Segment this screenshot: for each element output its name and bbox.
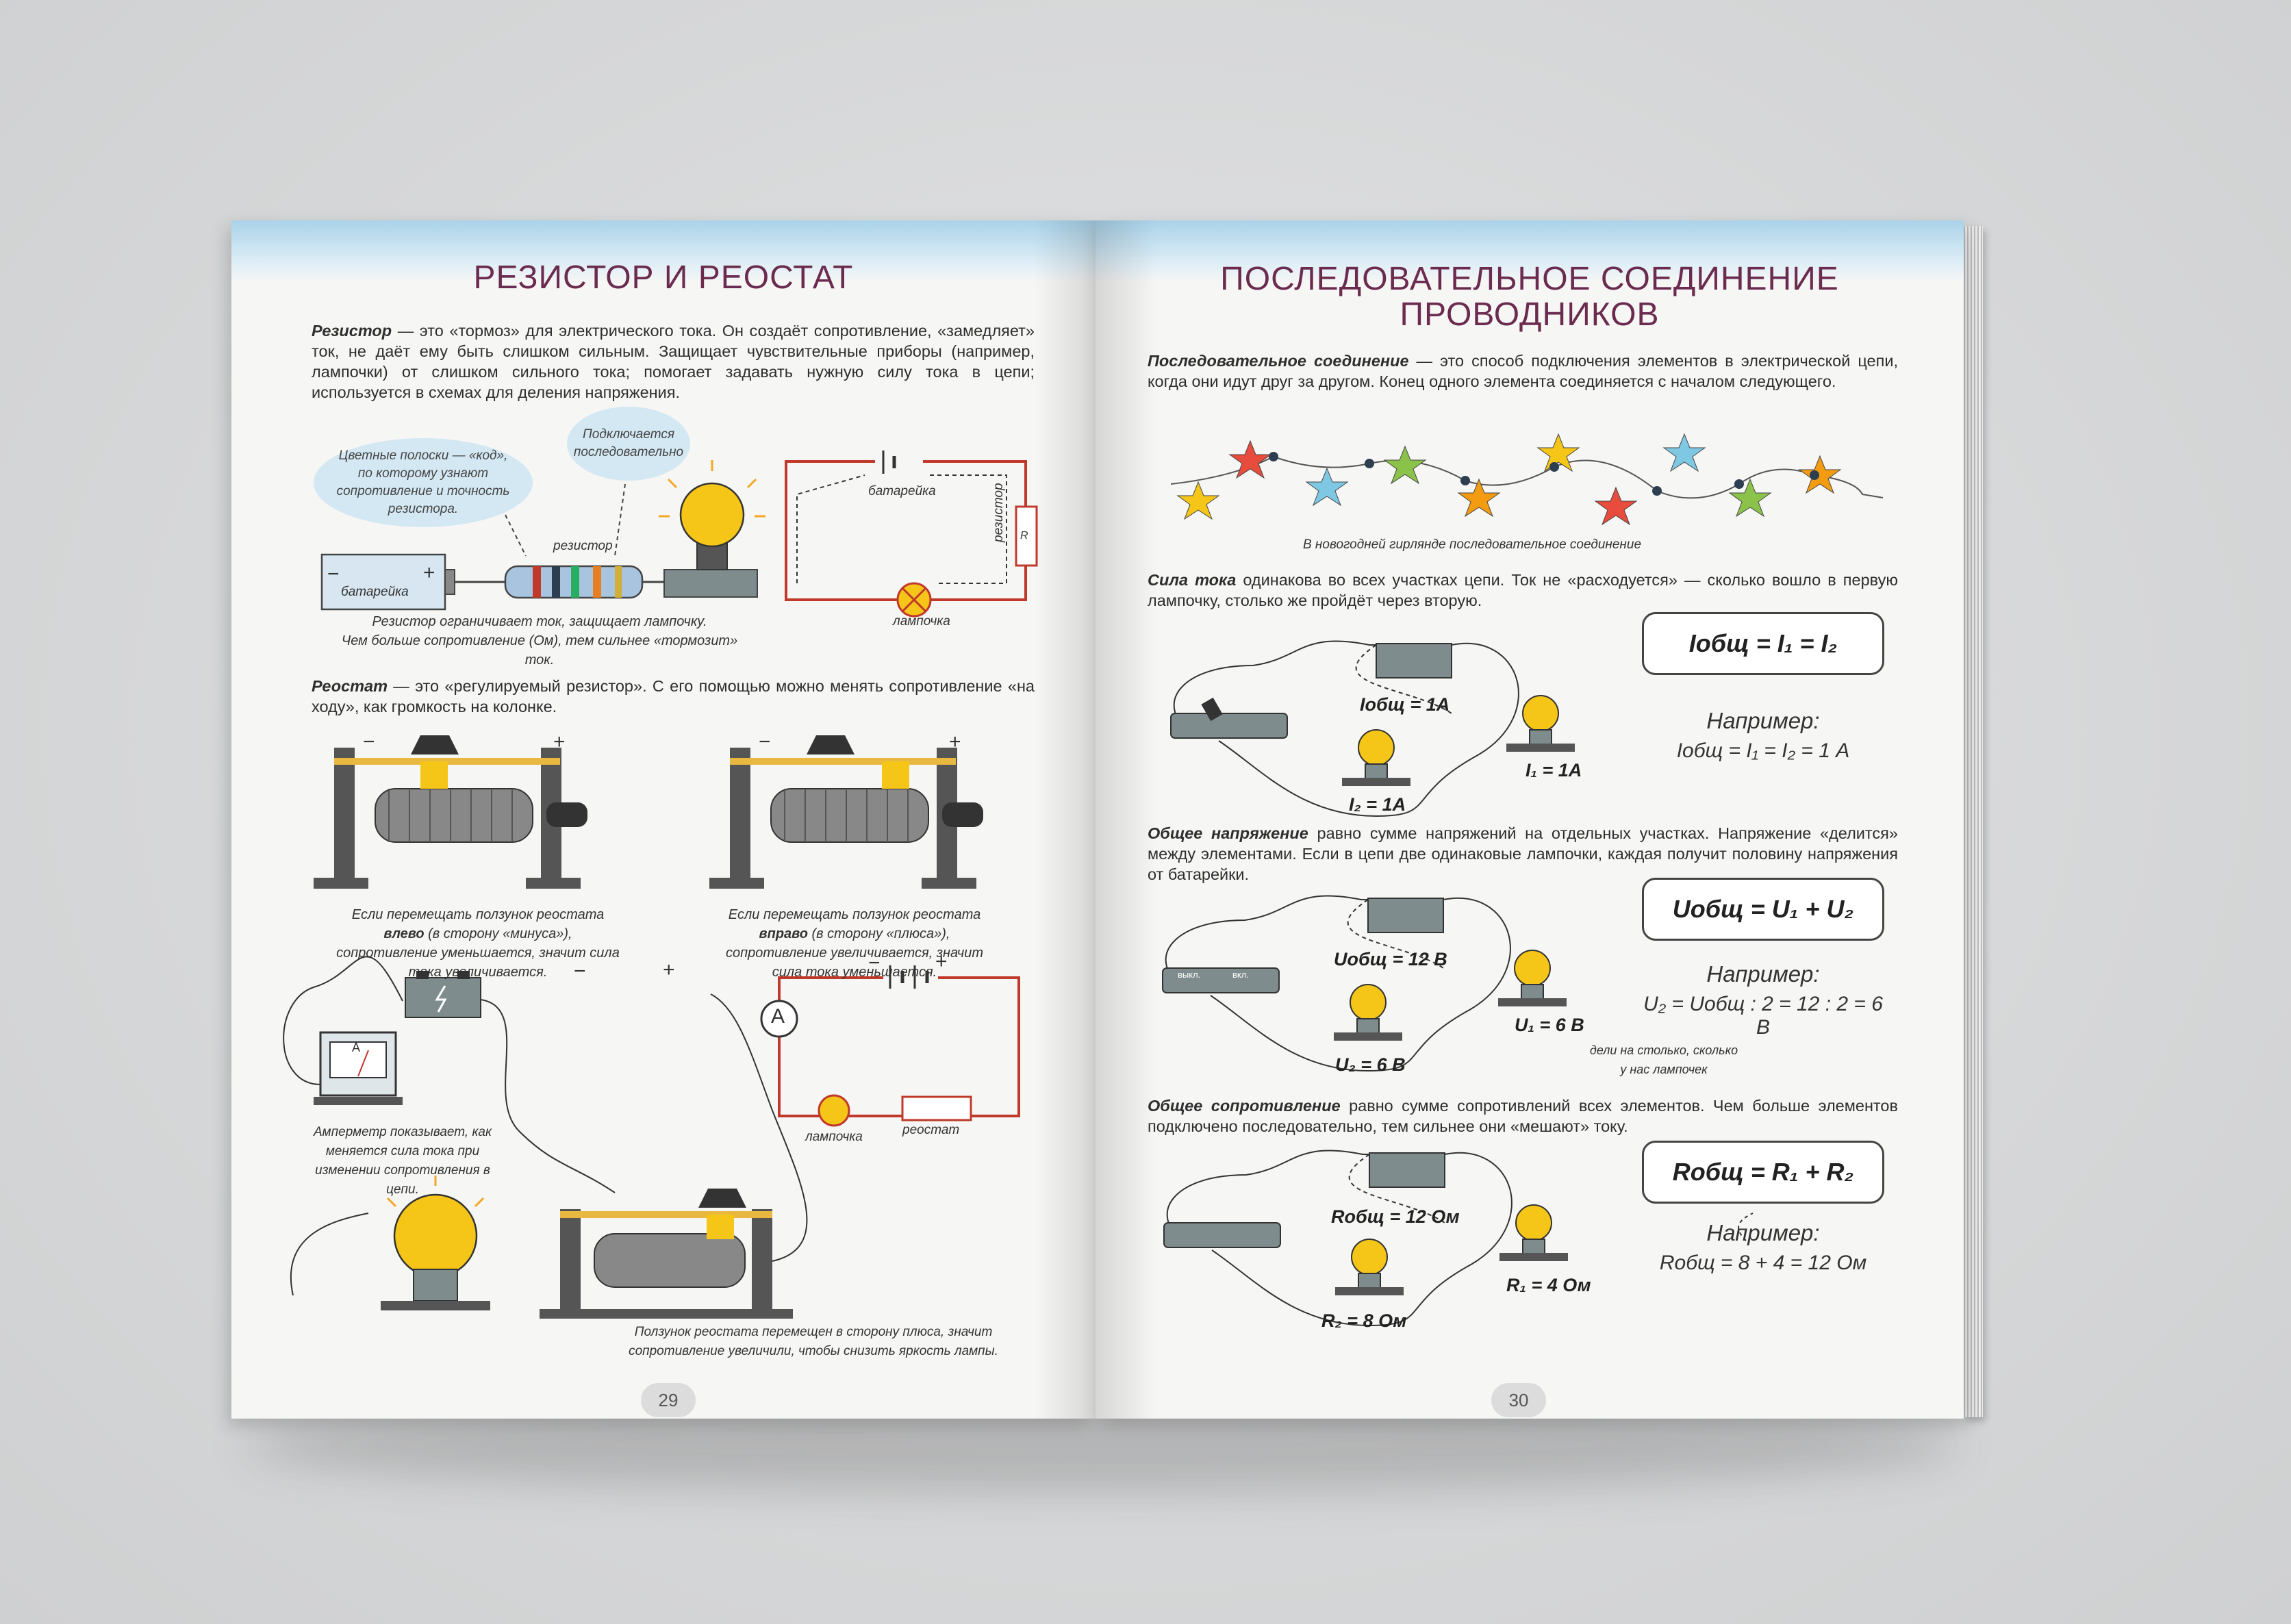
caption-left-bold: влево [383,926,425,941]
example-label-current: Например: [1706,708,1820,733]
page-number: 30 [1491,1383,1546,1417]
slider-caption: Ползунок реостата перемещен в сторону пл… [629,1325,998,1358]
page-title-line1: ПОСЛЕДОВАТЕЛЬНОЕ СОЕДИНЕНИЕ [1220,261,1839,297]
term-series: Последовательное соединение [1148,352,1409,370]
resistor-definition: Резистор — это «тормоз» для электрическо… [312,320,1035,403]
label-rheostat: реостат [902,1123,960,1137]
caption-left-part2: (в сторону «минуса»), сопротивление умен… [336,926,620,980]
ammeter-circuit [283,956,1020,1319]
term-resistor: Резистор [312,322,392,340]
garland-caption: В новогодней гирлянде последовательное с… [1302,537,1642,552]
page-edges [1964,226,1983,1417]
rheostat-left [314,735,587,889]
left-page: РЕЗИСТОР И РЕОСТАТ Резистор — это «тормо… [231,220,1096,1419]
voltage-u2: U₂ = 6 В [1335,1054,1406,1075]
circuit-schematic [785,460,1027,601]
example-label-resistance: Например: [1706,1220,1820,1245]
voltage-definition: Общее напряжение равно сумме напряжений … [1148,823,1898,885]
series-bubble: Подключается последовательно [567,407,690,481]
example-voltage: U₂ = Uобщ : 2 = 12 : 2 = 6 В [1643,993,1883,1039]
caption-slider-right: Если перемещать ползунок реостата вправо… [711,905,998,982]
sky-header [1096,220,1964,282]
label-lamp: лампочка [893,614,950,629]
caption-right-part1: Если перемещать ползунок реостата [728,907,981,922]
rheostat-left-minus: − [363,731,375,753]
page-title: РЕЗИСТОР И РЕОСТАТ [473,259,854,296]
formula-current: Iобщ = I₁ = I₂ [1642,612,1884,675]
resistance-r2: R₂ = 8 Ом [1321,1310,1407,1331]
ammeter-letter: A [352,1041,361,1054]
resistance-definition: Общее сопротивление равно сумме сопротив… [1148,1095,1898,1137]
code-bubble: Цветные полоски — «код», по которому узн… [314,438,533,527]
label-r: R [1020,530,1028,542]
divide-note: дели на столько, сколько у нас лампочек [1589,1043,1738,1076]
resistor-caption-2: Чем больше сопротивление (Ом), тем сильн… [341,633,738,668]
voltage-u1: U₁ = 6 В [1515,1015,1584,1035]
resistor-caption-1: Резистор ограничивает ток, защищает ламп… [372,614,707,629]
garland-stars [1176,433,1842,526]
caption-right-part2: (в сторону «плюса»), сопротивление увели… [726,926,983,980]
bulb-glass [679,482,745,548]
rheostat-text: — это «регулируемый резистор». С его пом… [312,677,1035,715]
battery-minus-2: − [574,960,586,982]
rheostat-definition: Реостат — это «регулируемый резистор». С… [312,676,1035,717]
label-battery-schematic: батарейка [868,484,936,498]
label-battery: батарейка [341,585,409,599]
schematic-plus: + [935,950,948,973]
schematic-ammeter-letter: A [771,1005,785,1028]
resistance-text: равно сумме сопротивлений всех элементов… [1148,1097,1898,1135]
battery-body [320,553,446,611]
rheostat-right-minus: − [759,731,771,753]
term-voltage: Общее напряжение [1148,824,1308,842]
series-text: — это способ подключения элементов в эле… [1148,352,1898,390]
switch-on-label: вкл. [1232,969,1249,980]
current-total: Iобщ = 1А [1360,694,1450,715]
resistance-circuit [1163,1150,1568,1327]
right-diagrams [1162,433,1884,1327]
caption-slider-left: Если перемещать ползунок реостата влево … [334,905,622,982]
rheostat-left-plus: + [553,731,566,753]
caption-left-part1: Если перемещать ползунок реостата [351,907,605,922]
example-resistance: Rобщ = 8 + 4 = 12 Ом [1659,1252,1867,1274]
resistor-text: — это «тормоз» для электрического тока. … [312,322,1035,401]
switch-off-label: выкл. [1178,969,1201,980]
battery-minus: − [327,563,340,585]
series-definition: Последовательное соединение — это способ… [1148,351,1898,392]
label-lamp-2: лампочка [805,1130,863,1144]
page-title-line2: ПРОВОДНИКОВ [1400,296,1660,333]
formula-voltage: Uобщ = U₁ + U₂ [1642,878,1884,941]
voltage-text: равно сумме напряжений на отдельных учас… [1148,824,1898,883]
voltage-total: Uобщ = 12 В [1334,949,1447,969]
caption-right-bold: вправо [759,926,808,941]
rheostat-right-plus: + [949,731,961,753]
term-current: Сила тока [1148,571,1237,589]
resistor-diagram [283,451,1038,1319]
resistance-total: Rобщ = 12 Ом [1331,1206,1460,1227]
garland-wire [1170,455,1884,499]
battery-plus-2: + [663,959,675,981]
voltage-circuit [1162,895,1567,1072]
term-rheostat: Реостат [312,677,388,695]
label-resistor-schematic: резистор [991,483,1006,542]
schematic-minus: − [868,952,881,974]
current-definition: Сила тока одинакова во всех участках цеп… [1148,570,1898,611]
example-label-voltage: Например: [1706,961,1820,987]
ammeter-caption: Амперметр показывает, как меняется сила … [314,1125,492,1197]
current-circuit [1170,640,1575,817]
rheostat-right [709,735,983,889]
current-i2: I₂ = 1А [1349,794,1406,815]
formula-resistance: Rобщ = R₁ + R₂ [1642,1141,1884,1204]
term-resistance: Общее сопротивление [1148,1097,1341,1115]
page-number: 29 [641,1383,696,1417]
current-text: одинакова во всех участках цепи. Ток не … [1148,571,1898,609]
right-page: ПОСЛЕДОВАТЕЛЬНОЕ СОЕДИНЕНИЕ ПРОВОДНИКОВ … [1096,220,1964,1419]
sky-header [231,220,1096,282]
label-resistor: резистор [553,539,613,553]
battery-plus: + [423,561,435,584]
resistance-r1: R₁ = 4 Ом [1506,1275,1591,1295]
example-current: Iобщ = I₁ = I₂ = 1 А [1676,739,1850,762]
current-i1: I₁ = 1А [1526,760,1582,781]
